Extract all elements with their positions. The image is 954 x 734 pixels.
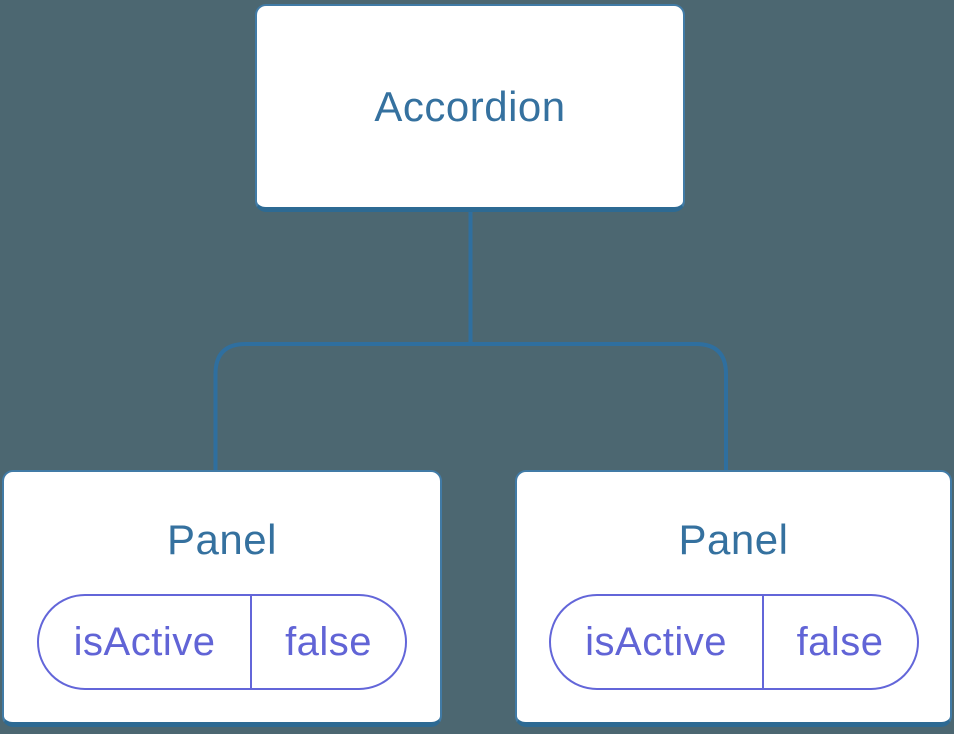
state-value: false <box>250 596 405 688</box>
panel-node-left: Panel isActive false <box>2 470 442 727</box>
accordion-node: Accordion <box>255 4 685 212</box>
connector-bracket <box>213 342 728 471</box>
state-name: isActive <box>73 619 216 664</box>
state-name: isActive <box>585 619 727 664</box>
panel-node-label: Panel <box>167 516 277 563</box>
panel-node-right: Panel isActive false <box>515 470 952 727</box>
state-value: false <box>761 596 917 688</box>
state-pill: isActive false <box>548 594 919 690</box>
panel-node-label: Panel <box>678 516 789 563</box>
accordion-node-label: Accordion <box>374 82 566 130</box>
state-pill: isActive false <box>37 594 407 690</box>
